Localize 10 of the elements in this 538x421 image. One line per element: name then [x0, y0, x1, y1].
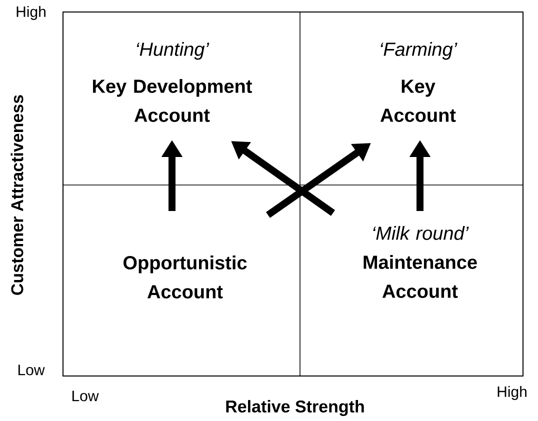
axis-label: High	[16, 6, 46, 20]
quadrant-text: ‘Farming’ Key Account	[380, 42, 458, 122]
quadrant-text: ‘Milk round’ Maintenance Account	[364, 226, 477, 298]
axis-label: Low	[72, 390, 99, 402]
axis-title: Relative Strength	[226, 400, 364, 416]
axis-label: High	[498, 386, 526, 400]
quadrant-text: ‘Hunting’ Key Development Account	[93, 42, 252, 122]
axis-title: Customer Attractiveness	[10, 95, 24, 295]
quadrant-text: Opportunistic Account	[124, 256, 247, 298]
axis-label: Low	[18, 364, 45, 376]
